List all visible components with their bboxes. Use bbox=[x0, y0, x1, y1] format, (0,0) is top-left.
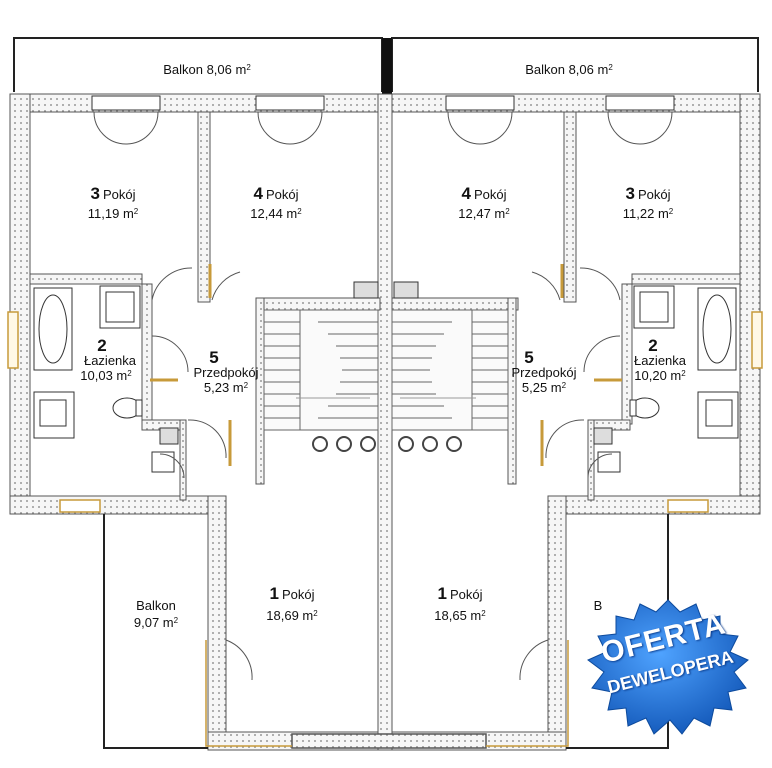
balcony-divider bbox=[382, 38, 392, 94]
label-balcony-top-left: Balkon 8,06 m2 bbox=[163, 62, 251, 77]
staircase-right bbox=[391, 309, 509, 431]
column-circles bbox=[312, 436, 462, 452]
label-bathroom-right: 2 Łazienka 10,20 m2 bbox=[633, 336, 687, 383]
toilet-left bbox=[112, 397, 143, 419]
shower-right bbox=[633, 285, 675, 329]
bathtub-left bbox=[33, 287, 73, 371]
label-balcony-bottom-right: B bbox=[593, 598, 603, 613]
label-balcony-bottom-left: Balkon 9,07 m2 bbox=[133, 598, 179, 630]
bathtub-right bbox=[697, 287, 737, 371]
windows-top bbox=[91, 95, 675, 111]
toilet-right bbox=[629, 397, 660, 419]
balcony-door-swings bbox=[225, 639, 549, 681]
interior-door-swings bbox=[151, 267, 621, 479]
label-bathroom-left: 2 Łazienka 10,03 m2 bbox=[80, 336, 137, 383]
balcony-bottom-right bbox=[566, 514, 669, 749]
door-swings-top bbox=[93, 111, 673, 145]
label-balcony-top-right: Balkon 8,06 m2 bbox=[525, 62, 613, 77]
door-accents bbox=[150, 264, 622, 466]
ventilation-shafts bbox=[151, 281, 621, 473]
badge-starburst bbox=[587, 599, 749, 735]
sink-right bbox=[697, 391, 739, 439]
staircase-left bbox=[263, 309, 379, 431]
developer-offer-badge: OFERTA DEWELOPERA bbox=[578, 598, 758, 738]
interior-walls bbox=[29, 111, 741, 501]
shower-left bbox=[99, 285, 141, 329]
sink-left bbox=[33, 391, 75, 439]
balcony-bottom-left bbox=[103, 514, 208, 749]
label-hall-right: 5 Przedpokój 5,25 m2 bbox=[511, 348, 577, 395]
label-hall-left: 5 Przedpokój 5,23 m2 bbox=[193, 348, 259, 395]
windows-bottom bbox=[59, 499, 709, 749]
side-windows bbox=[7, 311, 763, 369]
